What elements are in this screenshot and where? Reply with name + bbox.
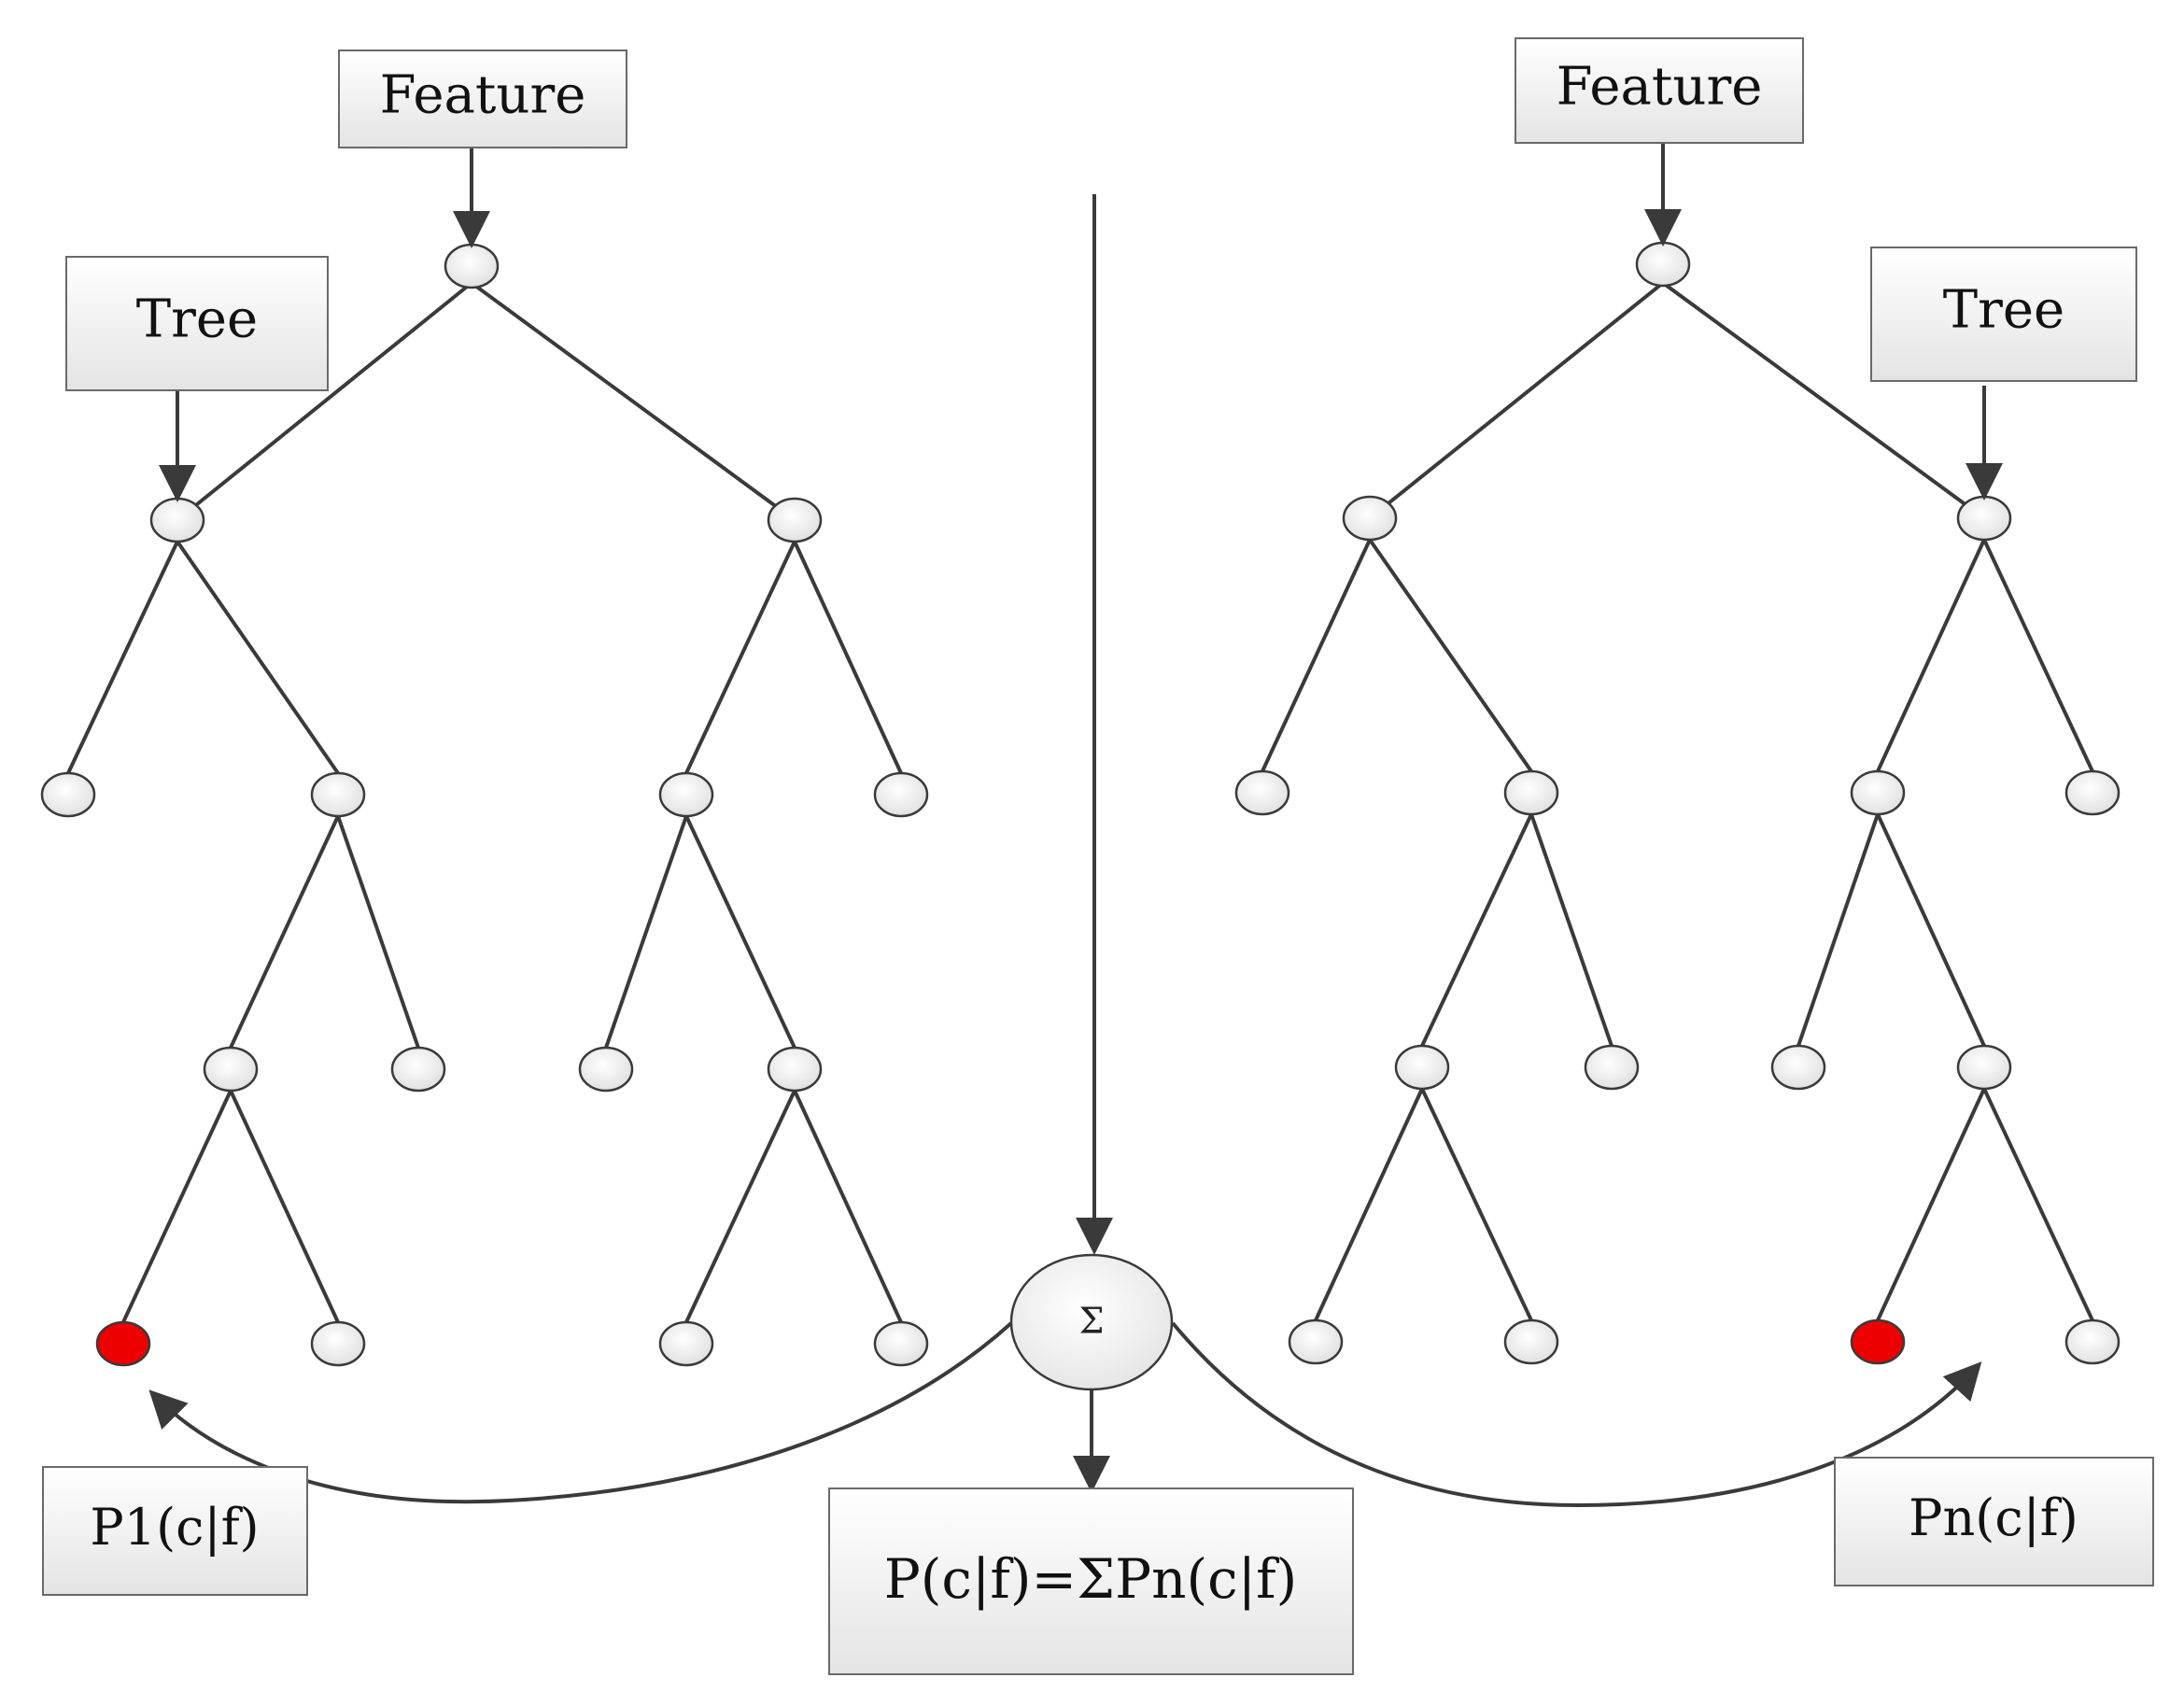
tree-node	[658, 771, 714, 818]
sum-circle	[1009, 1253, 1174, 1391]
tree-edge	[66, 541, 179, 774]
left-tree-nodes	[40, 243, 929, 1367]
tree-edge	[1314, 1088, 1424, 1321]
tree-edge	[1261, 539, 1372, 772]
pn-box: Pn(c|f)	[1834, 1457, 2154, 1586]
tree-node	[767, 497, 823, 543]
tree-edge	[1368, 538, 1533, 773]
tree-node	[1342, 495, 1398, 542]
tree-node-root	[1635, 241, 1691, 288]
right-tree-nodes	[1234, 241, 2121, 1365]
tree-edge	[684, 1090, 796, 1323]
tree-leaf	[1234, 769, 1290, 816]
arrows	[148, 143, 2003, 1508]
p1-label: P1(c|f)	[90, 1498, 259, 1557]
tree-edge	[229, 815, 340, 1049]
tree-leaf	[873, 771, 929, 818]
left-tree-edges	[66, 281, 903, 1323]
feature-box-right: Feature	[1515, 37, 1804, 144]
feature-box-left: Feature	[338, 49, 627, 148]
tree-leaf	[390, 1046, 446, 1093]
tree-leaf	[658, 1320, 714, 1367]
tree-edge	[176, 540, 340, 775]
tree-edge	[793, 1090, 903, 1323]
arrow-sum-to-right-leaf	[1171, 1321, 1982, 1508]
selected-leaf-right	[1850, 1318, 1906, 1365]
tree-leaf	[2064, 769, 2121, 816]
right-tree	[1234, 241, 2121, 1365]
tree-node	[1503, 769, 1559, 816]
tree-edge	[1876, 539, 1986, 772]
sum-node: Σ	[1009, 1253, 1174, 1391]
tree-edge	[604, 815, 688, 1049]
tree-edge	[176, 281, 473, 522]
tree-leaf	[1584, 1044, 1640, 1091]
tree-node	[1956, 495, 2012, 542]
tree-node	[1850, 769, 1906, 816]
tree-node	[1956, 1044, 2012, 1091]
tree-leaf	[1288, 1318, 1344, 1365]
tree-leaf	[40, 771, 96, 818]
tree-edge	[1529, 813, 1613, 1047]
selected-leaf-left	[95, 1320, 151, 1367]
left-tree	[40, 243, 929, 1367]
tree-node	[1394, 1044, 1450, 1091]
arrow-sum-to-left-leaf	[148, 1321, 1013, 1504]
tree-edge	[1661, 281, 1986, 520]
feature-label-left: Feature	[380, 65, 586, 126]
formula-box: P(c|f)=ΣPn(c|f)	[828, 1487, 1354, 1675]
tree-edge	[470, 281, 796, 522]
tree-edge	[793, 541, 903, 774]
tree-label-left: Tree	[136, 289, 258, 350]
pn-label: Pn(c|f)	[1909, 1488, 2078, 1547]
tree-edge	[684, 541, 796, 774]
tree-edge	[1420, 1088, 1533, 1321]
tree-edge	[1876, 1088, 1986, 1321]
tree-leaf	[1503, 1318, 1559, 1365]
tree-edge	[336, 815, 420, 1049]
sum-symbol: Σ	[1079, 1301, 1105, 1342]
tree-node	[310, 771, 366, 818]
tree-edge	[229, 1090, 340, 1323]
tree-edge	[1797, 813, 1880, 1047]
formula-label: P(c|f)=ΣPn(c|f)	[884, 1547, 1298, 1611]
tree-edge	[121, 1090, 232, 1323]
tree-edge	[1876, 813, 1986, 1047]
tree-leaf	[310, 1320, 366, 1367]
tree-edge	[1982, 539, 2094, 772]
tree-leaf	[1770, 1044, 1826, 1091]
tree-box-right: Tree	[1870, 247, 2137, 382]
tree-leaf	[2064, 1318, 2121, 1365]
tree-edge	[684, 815, 796, 1049]
right-tree-edges	[1261, 281, 2094, 1321]
tree-leaf	[578, 1046, 634, 1093]
tree-label-right: Tree	[1943, 280, 2064, 341]
feature-label-right: Feature	[1557, 57, 1763, 118]
p1-box: P1(c|f)	[42, 1466, 308, 1596]
tree-edge	[1982, 1088, 2094, 1321]
tree-node	[203, 1046, 259, 1093]
tree-node-root	[444, 243, 500, 289]
tree-node	[767, 1046, 823, 1093]
tree-box-left: Tree	[65, 256, 329, 391]
tree-edge	[1368, 281, 1665, 520]
tree-edge	[1420, 813, 1533, 1047]
tree-leaf	[873, 1320, 929, 1367]
tree-node	[149, 497, 205, 543]
